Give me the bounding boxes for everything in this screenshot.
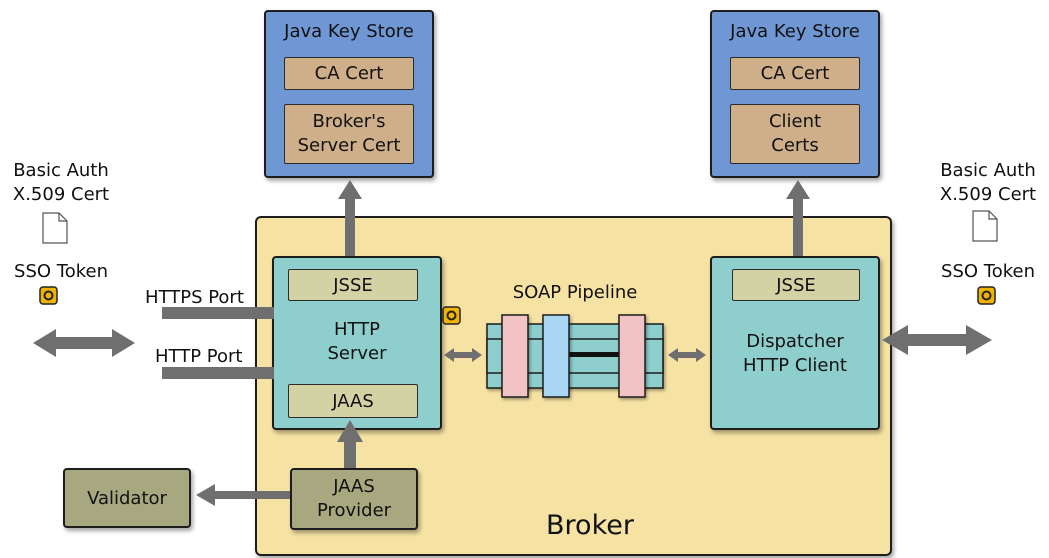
client-certs-box: Client Certs	[730, 104, 860, 164]
token-icon	[39, 286, 58, 305]
ca-cert-box: CA Cert	[284, 57, 414, 90]
validator-box: Validator	[63, 468, 191, 528]
left-double-arrow-icon	[33, 329, 135, 357]
arrow-up-right-icon	[786, 180, 810, 256]
pipeline-dispatcher-arrow-icon	[668, 348, 706, 362]
jaas-provider-box: JAAS Provider	[290, 468, 418, 530]
http-server-box: JSSE HTTP Server JAAS	[272, 256, 442, 430]
server-cert-box: Broker's Server Cert	[284, 104, 414, 164]
right-double-arrow-icon	[882, 325, 992, 355]
document-icon	[972, 210, 998, 242]
left-sso-token-label: SSO Token	[14, 261, 108, 282]
right-sso-token-label: SSO Token	[941, 261, 1035, 282]
pipeline-filter-pink-1	[501, 314, 529, 398]
https-port-bar	[162, 307, 274, 319]
http-server-label: HTTP Server	[327, 319, 387, 364]
token-icon	[977, 286, 996, 305]
left-auth-label: Basic Auth X.509 Cert	[12, 160, 110, 205]
key-store-title: Java Key Store	[284, 21, 414, 42]
broker-label: Broker	[546, 510, 634, 541]
http-port-bar	[162, 367, 274, 379]
dispatcher-box: JSSE Dispatcher HTTP Client	[710, 256, 880, 430]
jsse-module: JSSE	[288, 269, 418, 301]
java-key-store-left: Java Key Store CA Cert Broker's Server C…	[264, 10, 434, 178]
https-port-label: HTTPS Port	[145, 287, 244, 308]
pipeline-filter-pink-2	[618, 314, 646, 398]
http-port-label: HTTP Port	[155, 346, 243, 367]
right-auth-label: Basic Auth X.509 Cert	[939, 160, 1037, 205]
ca-cert-box: CA Cert	[730, 57, 860, 90]
pipeline-message-bar	[568, 352, 620, 357]
key-store-title: Java Key Store	[730, 21, 860, 42]
token-icon	[442, 306, 461, 325]
soap-pipeline-label: SOAP Pipeline	[512, 282, 638, 303]
jsse-module: JSSE	[732, 269, 860, 301]
provider-validator-arrow-icon	[196, 484, 290, 506]
provider-up-arrow-icon	[337, 420, 363, 468]
java-key-store-right: Java Key Store CA Cert Client Certs	[710, 10, 880, 178]
server-pipeline-arrow-icon	[444, 348, 482, 362]
arrow-up-left-icon	[338, 180, 362, 256]
dispatcher-label: Dispatcher HTTP Client	[743, 331, 847, 376]
jaas-module: JAAS	[288, 384, 418, 418]
pipeline-filter-blue	[542, 314, 570, 398]
document-icon	[42, 212, 68, 244]
